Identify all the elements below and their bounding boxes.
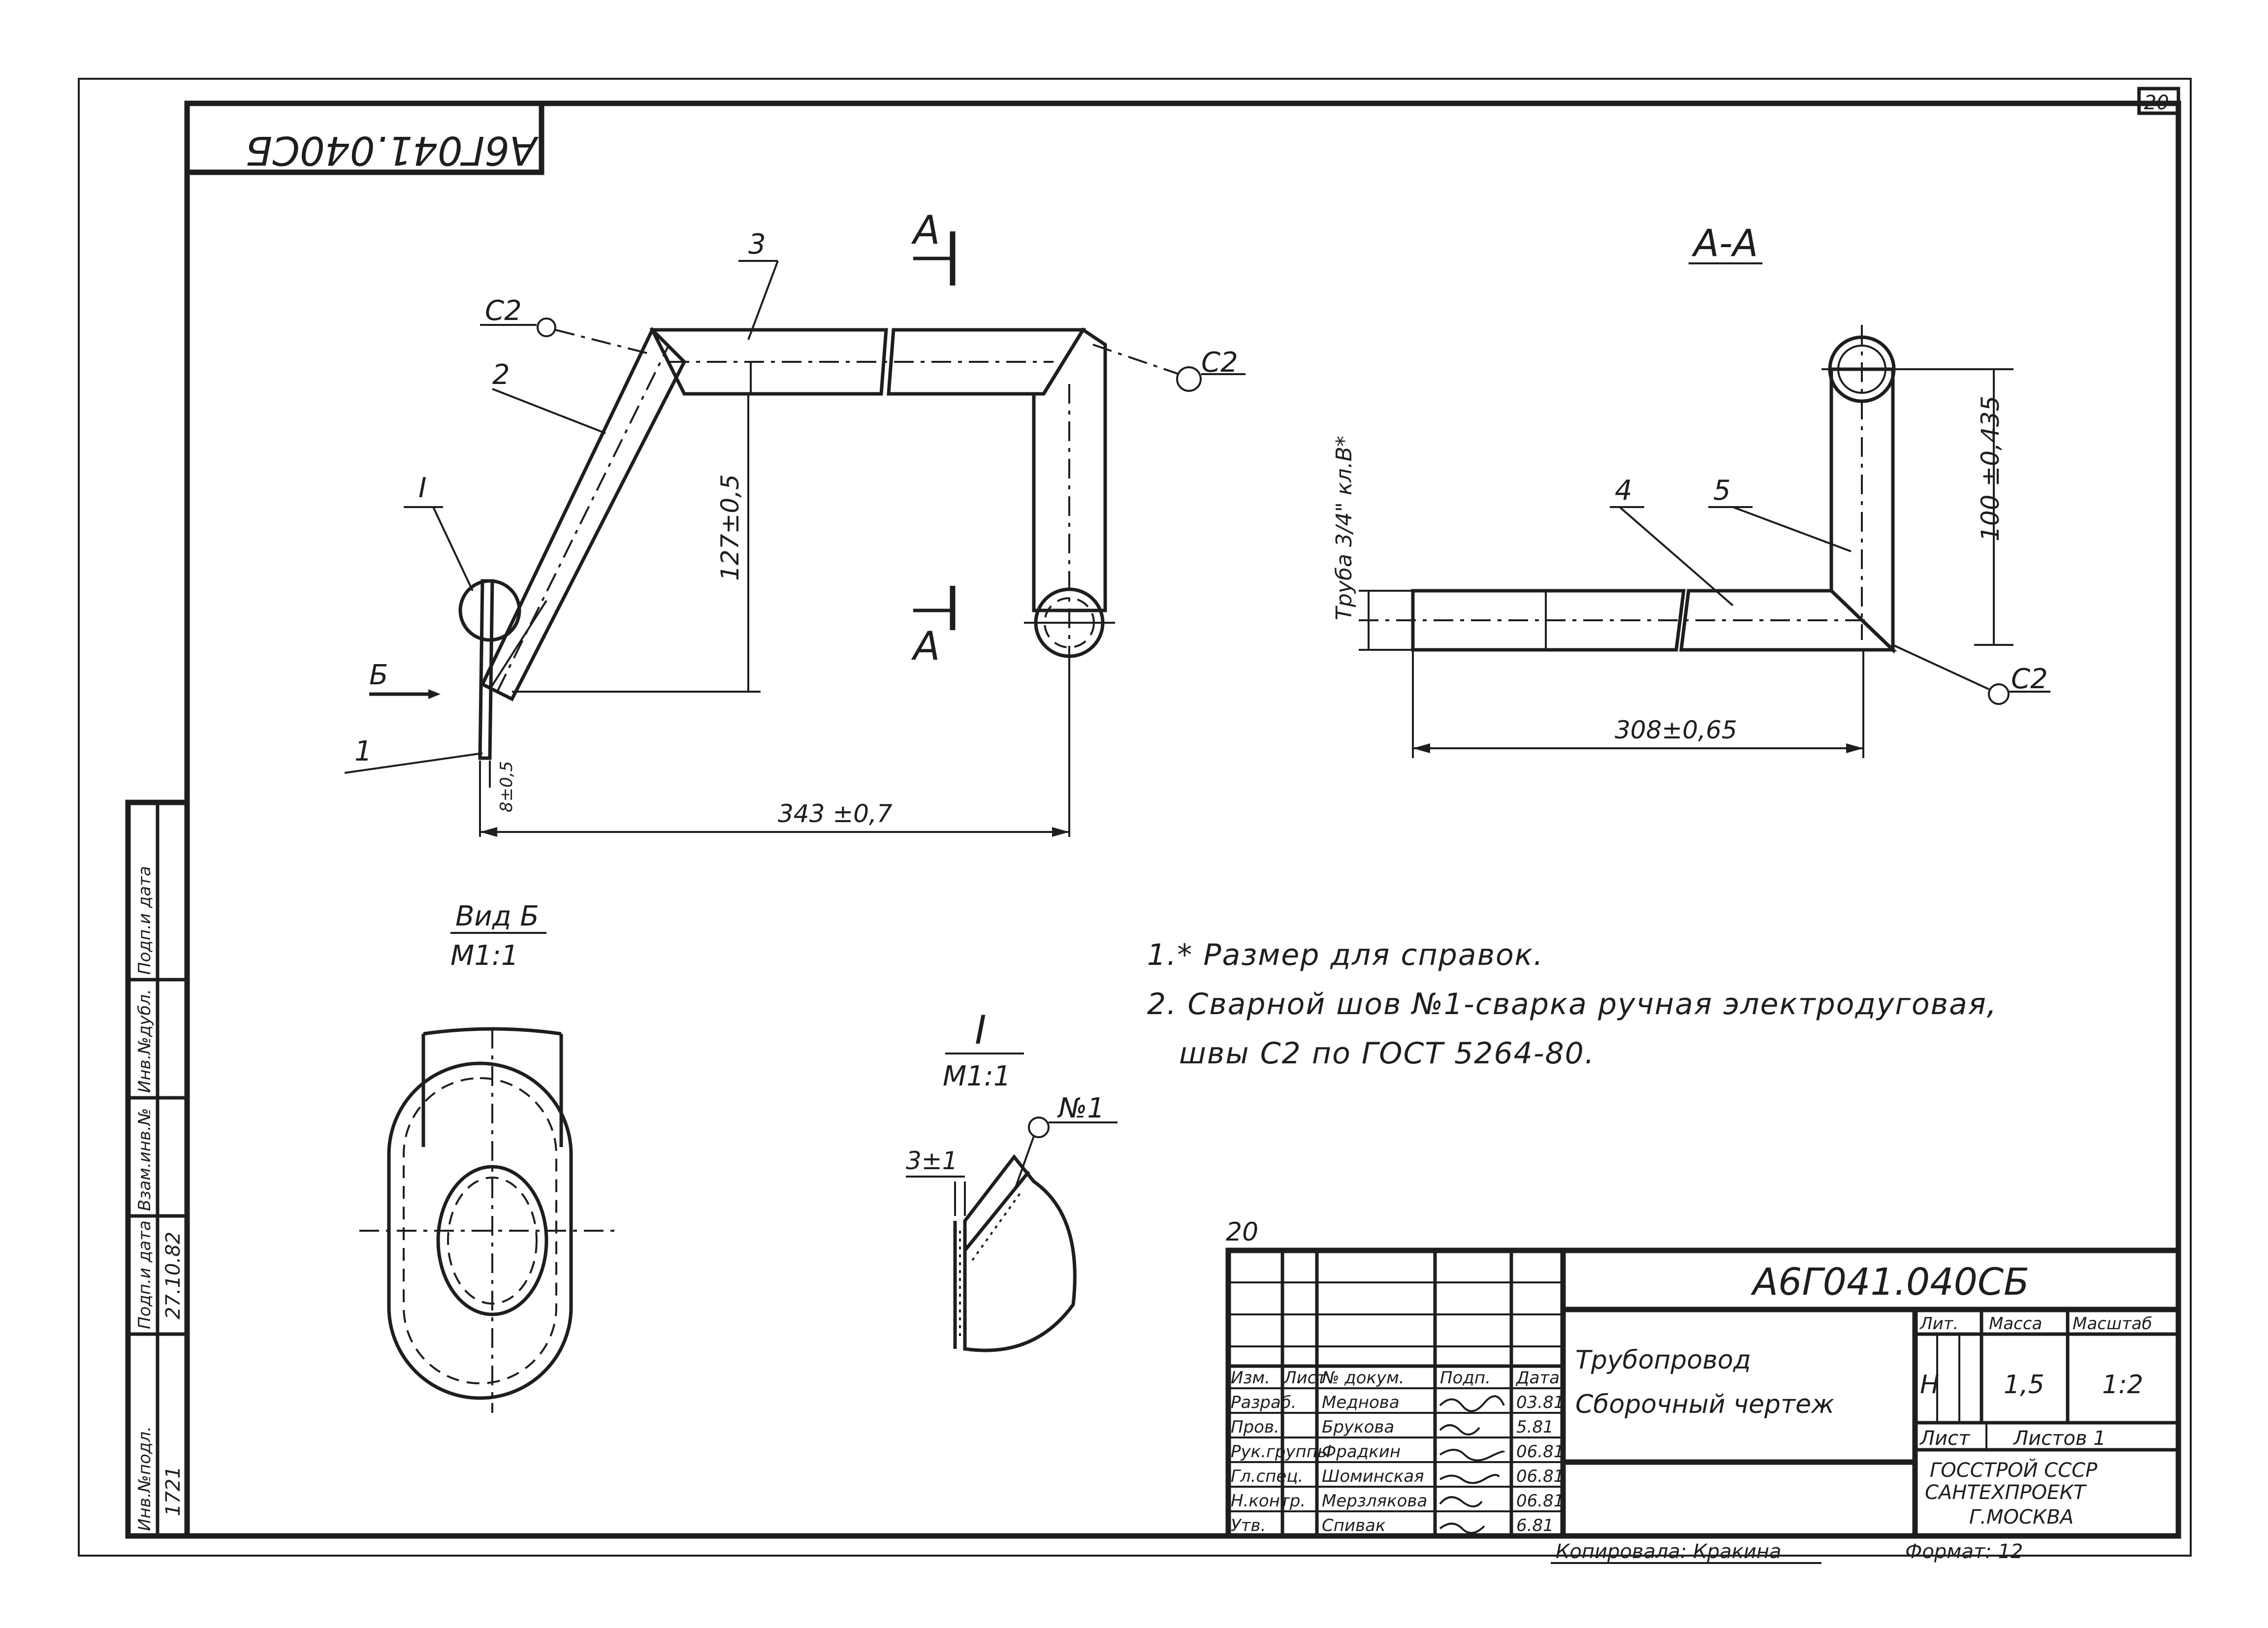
hdr-date: Дата	[1515, 1368, 1560, 1388]
detail-title: I	[975, 1007, 987, 1053]
outer-sheet-edge	[78, 78, 2192, 1557]
dim-vertical: 127±0,5	[716, 474, 744, 581]
pipe-3	[649, 328, 888, 396]
section-title: А-А	[1691, 221, 1758, 265]
row-2-date: 06.81	[1516, 1442, 1564, 1462]
section-dim-vertical: 100 ±0,435	[1976, 396, 2005, 542]
mirrored-code: А6Г041.040СБ	[245, 128, 539, 173]
note-2: 2. Сварной шов №1-сварка ручная электрод…	[1147, 987, 1997, 1021]
detail-circle-I	[458, 579, 521, 642]
notes: 1.* Размер для справок. 2. Сварной шов №…	[1147, 938, 1997, 1071]
plate-1	[478, 579, 494, 760]
detail-weld-no: №1	[1057, 1092, 1105, 1124]
sheets-total: Листов 1	[2012, 1427, 2106, 1450]
designation: А6Г041.040СБ	[1750, 1260, 2029, 1304]
view-arrow-label: Б	[369, 659, 388, 691]
scale: 1:2	[2102, 1370, 2143, 1400]
title-line2: Сборочный чертеж	[1575, 1390, 1834, 1419]
side-inv-value: 1721	[162, 1466, 185, 1516]
row-5-name: Спивак	[1322, 1516, 1386, 1535]
hdr-mass: Масса	[1989, 1314, 2042, 1334]
row-4-role: Н.контр.	[1231, 1491, 1306, 1511]
side-date-value: 27.10.82	[162, 1232, 185, 1319]
row-5-date: 6.81	[1516, 1516, 1554, 1535]
detail-part	[963, 1154, 1077, 1352]
section-dim-horizontal: 308±0,65	[1615, 716, 1737, 744]
row-3-name: Шоминская	[1322, 1467, 1424, 1486]
detail-mark: I	[418, 472, 427, 504]
section-view: А-А 4 5 С2 100 ±0,435 Труба 3/4" кл.В*	[1332, 221, 2050, 758]
side-label-2: Взам.инв.№	[135, 1108, 155, 1211]
part-label-5: 5	[1713, 475, 1731, 507]
row-2-role: Рук.группы	[1231, 1442, 1331, 1462]
format: Формат: 12	[1905, 1540, 2023, 1563]
hdr-izm: Изм.	[1231, 1368, 1270, 1388]
dim-horizontal: 343 ±0,7	[778, 799, 893, 828]
dim-small: 8±0,5	[497, 761, 516, 812]
title-block: 20 Изм. Лист № докум. Подп. Дата Разраб.…	[1225, 1217, 2181, 1539]
row-4-date: 06.81	[1516, 1491, 1564, 1511]
row-2-name: Фрадкин	[1322, 1442, 1401, 1462]
hdr-sign: Подп.	[1440, 1368, 1491, 1388]
copied-by: Копировала: Кракина	[1556, 1540, 1781, 1563]
note-1: 1.* Размер для справок.	[1147, 938, 1544, 972]
mirrored-code-box	[184, 100, 544, 175]
view-b: Вид Б М1:1	[359, 900, 620, 1413]
part-label-3: 3	[748, 228, 766, 260]
main-view: I 2 3 1 С2 С2 А А Б 127±0,5	[344, 207, 1246, 837]
row-0-role: Разраб.	[1231, 1393, 1297, 1412]
side-label-0: Инв.№подл.	[135, 1426, 155, 1531]
row-1-name: Брукова	[1322, 1417, 1394, 1437]
detail-scale: М1:1	[943, 1060, 1011, 1092]
pipe-spec: Труба 3/4" кл.В*	[1332, 436, 1357, 620]
part-label-2: 2	[492, 359, 510, 391]
note-3: швы С2 по ГОСТ 5264-80.	[1179, 1036, 1595, 1071]
hdr-list: Лист	[1283, 1368, 1327, 1388]
view-b-hole	[436, 1165, 548, 1316]
litera: Н	[1920, 1370, 1939, 1400]
row-4-name: Мерзлякова	[1322, 1491, 1427, 1511]
side-label-4: Подп.и дата	[135, 866, 155, 975]
row-0-date: 03.81	[1516, 1393, 1564, 1412]
row-5-role: Утв.	[1231, 1516, 1266, 1535]
view-b-scale: М1:1	[450, 940, 518, 972]
weld-label-right: С2	[1201, 347, 1238, 379]
part-label-4: 4	[1615, 475, 1632, 507]
title-line1: Трубопровод	[1575, 1345, 1751, 1375]
weld-label-left: С2	[485, 295, 522, 327]
section-mark-top: А	[911, 207, 940, 253]
row-3-date: 06.81	[1516, 1467, 1564, 1486]
detail-dim: 3±1	[906, 1147, 958, 1175]
side-stamp: Инв.№подл. Подп.и дата Взам.инв.№ Инв.№д…	[125, 799, 190, 1539]
view-b-title: Вид Б	[455, 900, 539, 932]
hdr-scale: Масштаб	[2073, 1314, 2152, 1334]
stamp-number: 20	[1226, 1217, 1258, 1247]
row-1-role: Пров.	[1231, 1417, 1279, 1437]
sheet-label: Лист	[1919, 1427, 1971, 1450]
mass: 1,5	[2004, 1370, 2044, 1400]
row-0-name: Меднова	[1322, 1393, 1400, 1412]
sheet-number-box	[2137, 87, 2180, 115]
hdr-doc-no: № докум.	[1321, 1368, 1405, 1388]
pipe-2	[480, 327, 687, 702]
org-line1: ГОССТРОЙ СССР	[1930, 1458, 2098, 1482]
sheet-number: 20	[2144, 92, 2169, 114]
pipe-4	[1411, 589, 1686, 652]
side-label-3: Инв.№дубл.	[135, 989, 155, 1093]
hdr-lit: Лит.	[1919, 1314, 1958, 1334]
row-1-date: 5.81	[1516, 1417, 1554, 1437]
row-3-role: Гл.спец.	[1231, 1467, 1303, 1486]
section-mark-bottom: А	[911, 623, 940, 669]
org-line3: Г.МОСКВА	[1969, 1506, 2074, 1529]
part-label-1: 1	[354, 735, 372, 767]
detail-view: I М1:1 №1 3±1	[906, 1007, 1118, 1352]
section-weld-label: С2	[2011, 663, 2048, 695]
side-label-1: Подп.и дата	[135, 1220, 155, 1329]
org-line2: САНТЕХПРОЕКТ	[1925, 1481, 2087, 1504]
